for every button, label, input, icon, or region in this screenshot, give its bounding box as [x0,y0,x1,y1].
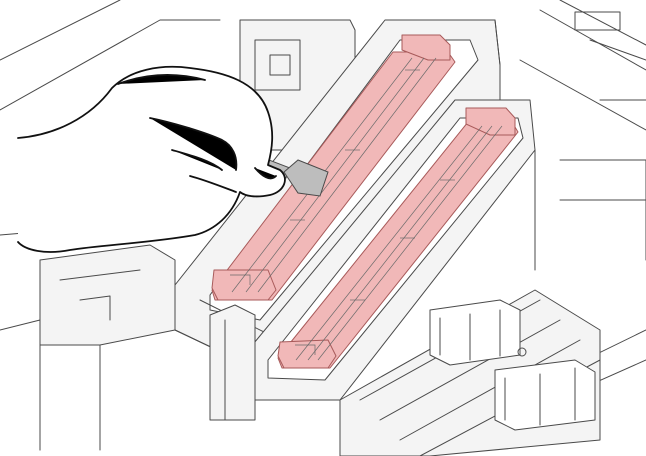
wiper-unit [339,289,601,456]
lower-left-block [39,244,176,451]
centre-post [209,304,256,421]
hand-icon [17,65,286,253]
cap-slider-right [277,107,519,369]
